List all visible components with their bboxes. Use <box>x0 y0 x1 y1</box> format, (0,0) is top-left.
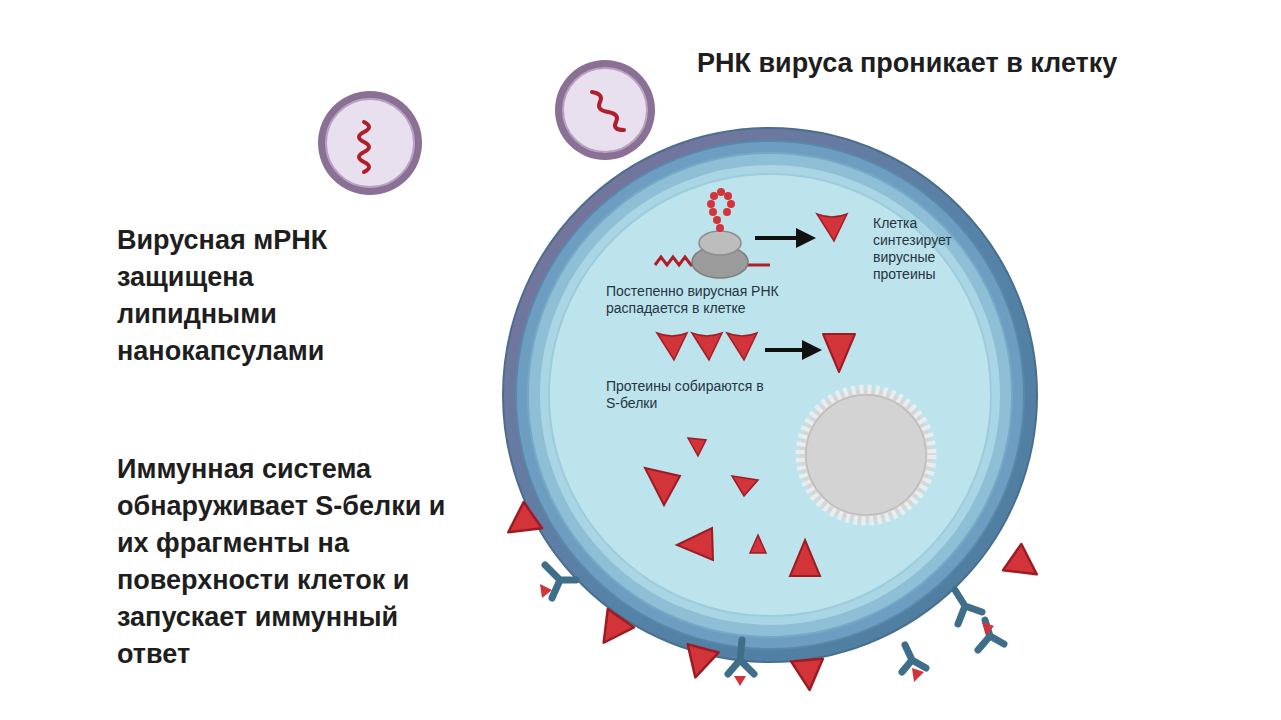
mrna-strand <box>359 122 369 172</box>
surface-s-protein <box>1003 544 1046 587</box>
protein-fragment <box>540 584 552 598</box>
protein-fragment <box>734 676 746 686</box>
protein-fragment <box>912 668 924 682</box>
process-note: Постепенно вирусная РНК распадается в кл… <box>606 283 806 317</box>
cell-membrane <box>528 153 1012 637</box>
mrna-strand <box>592 92 624 130</box>
cell-membrane <box>503 128 1037 662</box>
explanation-text: Иммунная система обнаруживает S-белки и … <box>117 451 462 673</box>
explanation-text: Вирусная мРНК защищена липидными нанокап… <box>117 222 355 370</box>
virus-core <box>326 99 414 187</box>
receptor-arm <box>978 620 1004 650</box>
process-note: Клетка синтезирует вирусные протеины <box>873 215 965 283</box>
cell: Клетка синтезирует вирусные протеиныПост… <box>502 127 1038 663</box>
cell-outline <box>502 127 1038 663</box>
cell-membrane <box>549 174 991 616</box>
virus-core <box>563 68 647 152</box>
cell-membrane <box>516 141 1024 649</box>
surface-s-protein <box>791 659 825 692</box>
receptor-arm <box>955 590 982 624</box>
process-note: Протеины собираются в S-белки <box>606 378 781 412</box>
cell-membrane <box>539 164 1001 626</box>
receptor <box>902 645 926 672</box>
virus-envelope <box>555 60 655 160</box>
receptor-arm <box>902 645 926 672</box>
virus-envelope <box>318 91 422 195</box>
stage-heading: РНК вируса проникает в клетку <box>697 46 1257 80</box>
protein-fragment <box>982 622 994 636</box>
